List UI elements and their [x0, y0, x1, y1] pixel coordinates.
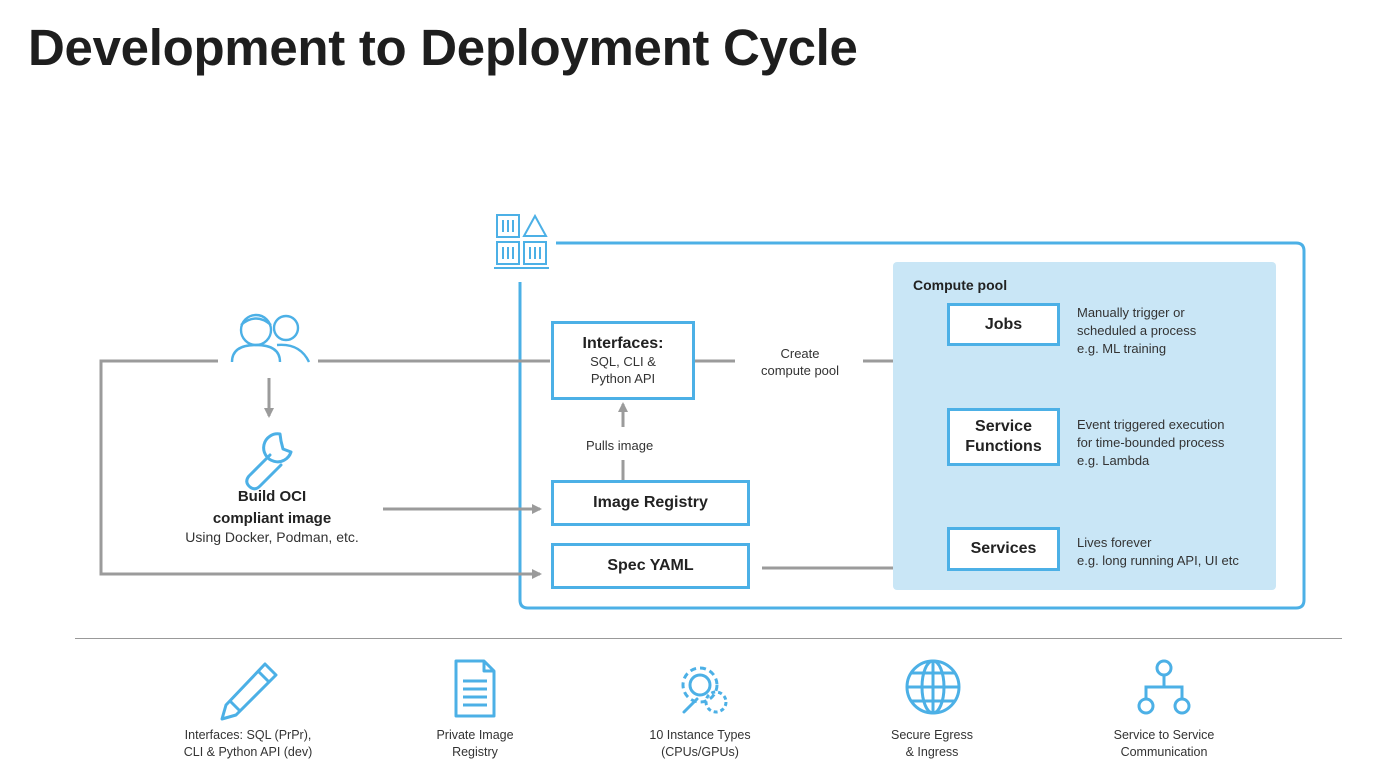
service-functions-description: Event triggered execution for time-bound…	[1077, 417, 1225, 468]
feature-egress-label: Secure Egress & Ingress	[891, 728, 973, 759]
interfaces-box[interactable]: Interfaces: SQL, CLI & Python API	[551, 321, 695, 400]
document-icon	[454, 659, 496, 718]
feature-interfaces-label: Interfaces: SQL (PrPr), CLI & Python API…	[183, 728, 313, 759]
services-box[interactable]: Services	[947, 527, 1060, 571]
spec-yaml-box[interactable]: Spec YAML	[551, 543, 750, 589]
jobs-box[interactable]: Jobs	[947, 303, 1060, 346]
spec-yaml-label: Spec YAML	[607, 557, 694, 574]
container-icon	[494, 213, 549, 269]
jobs-description: Manually trigger or scheduled a process …	[1077, 305, 1197, 356]
feature-instance-types-label: 10 Instance Types (CPUs/GPUs)	[649, 728, 751, 759]
service-functions-label: Service Functions	[965, 418, 1042, 455]
divider	[75, 638, 1342, 639]
services-description: Lives forever e.g. long running API, UI …	[1077, 535, 1239, 568]
compute-pool-title: Compute pool	[913, 277, 1008, 293]
service-functions-box[interactable]: Service Functions	[947, 408, 1060, 466]
page-title: Development to Deployment Cycle	[28, 19, 858, 76]
feature-registry-label: Private Image Registry	[436, 728, 514, 759]
pencil-icon	[220, 662, 278, 721]
network-icon	[1137, 659, 1191, 715]
feature-service-comm-label: Service to Service Communication	[1113, 728, 1215, 759]
build-subtitle: Using Docker, Podman, etc.	[185, 529, 359, 545]
container-outline	[518, 241, 1306, 610]
build-title: Build OCI compliant image	[212, 488, 332, 527]
interfaces-title: Interfaces:	[582, 334, 664, 352]
image-registry-box[interactable]: Image Registry	[551, 480, 750, 526]
interfaces-subtitle: SQL, CLI & Python API	[590, 353, 656, 386]
users-to-spec-arrow	[99, 359, 542, 579]
globe-icon	[905, 659, 961, 715]
users-icon	[230, 313, 311, 363]
gears-icon	[681, 666, 728, 714]
services-label: Services	[970, 540, 1037, 557]
wrench-icon	[245, 432, 293, 491]
image-registry-label: Image Registry	[593, 494, 708, 511]
create-pool-label: Create compute pool	[760, 346, 840, 378]
pulls-image-label: Pulls image	[586, 438, 654, 453]
jobs-label: Jobs	[984, 315, 1023, 333]
